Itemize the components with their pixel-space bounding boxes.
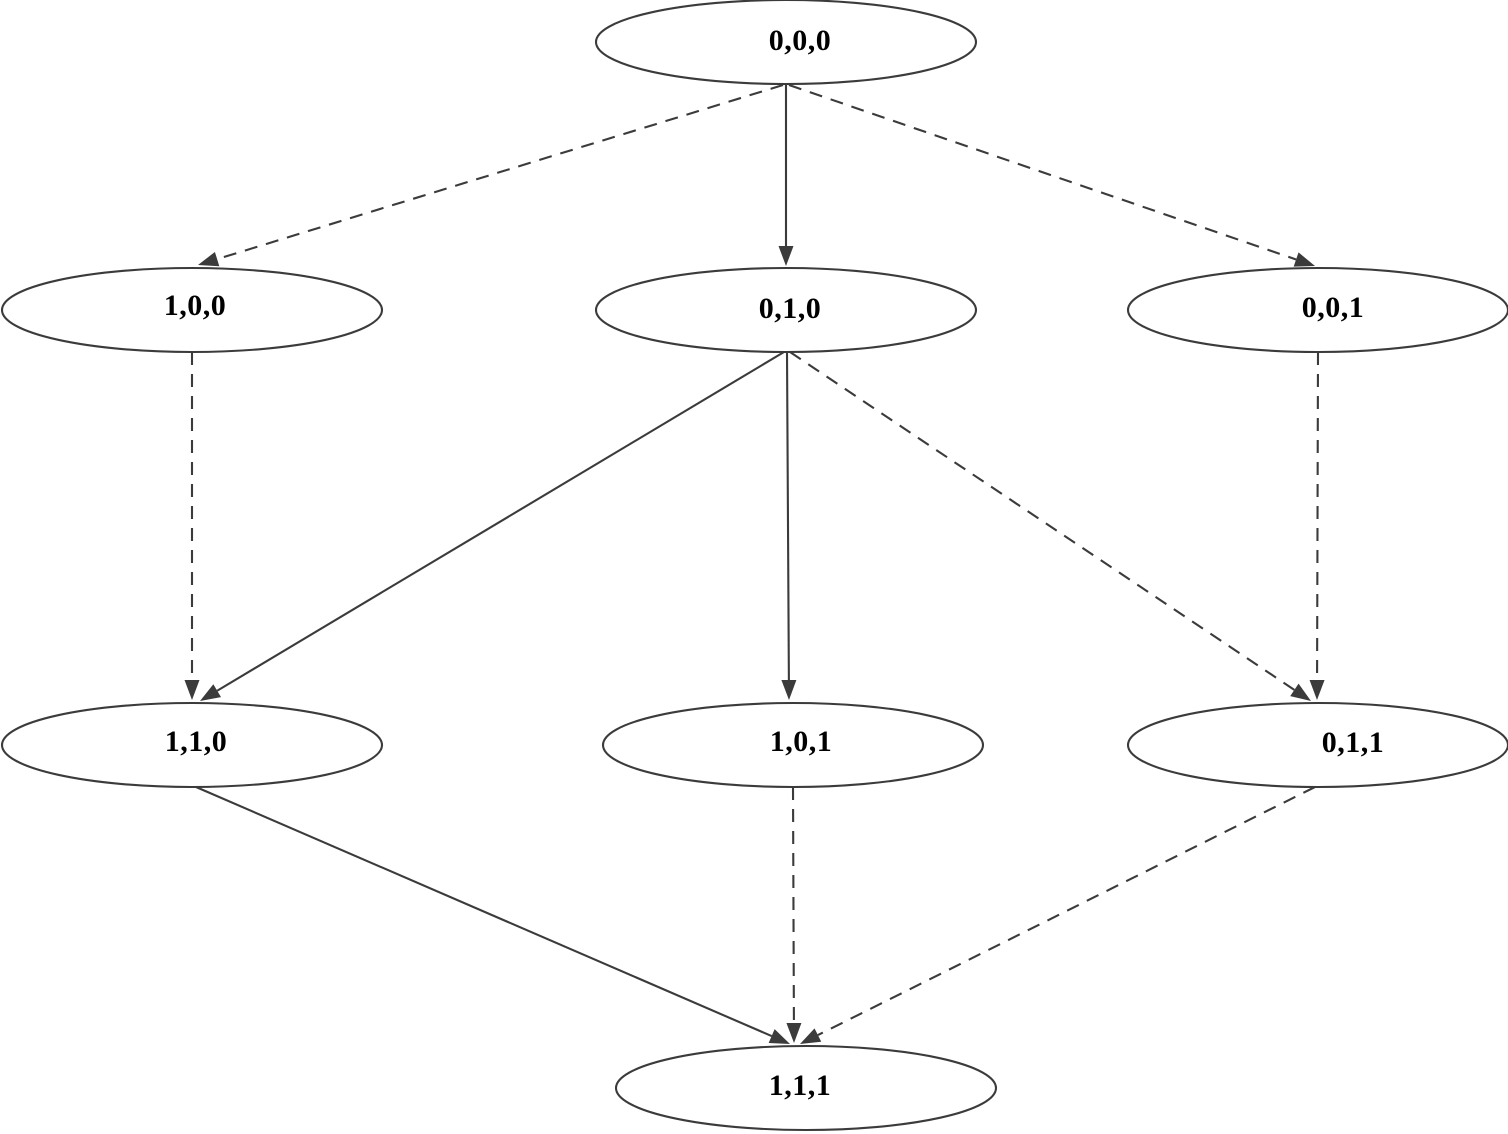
- edge-line-dashed: [817, 786, 1316, 1037]
- edge-101-to-111: [786, 786, 802, 1043]
- node-label: 1,0,1: [770, 725, 833, 758]
- node-010[interactable]: 0,1,0: [594, 266, 978, 354]
- arrow-head-icon: [778, 246, 794, 266]
- node-label: 0,0,0: [769, 24, 832, 57]
- edge-line-solid: [216, 351, 785, 692]
- arrow-head-icon: [1293, 252, 1315, 267]
- arrow-head-icon: [1290, 683, 1311, 701]
- edge-line-dashed: [789, 351, 1295, 691]
- edge-line-dashed: [1316, 351, 1320, 681]
- node-ellipse-shape: [0, 701, 384, 789]
- arrow-head-icon: [184, 680, 200, 700]
- node-101[interactable]: 1,0,1: [601, 701, 985, 789]
- arrow-head-icon: [1309, 679, 1325, 700]
- node-111[interactable]: 1,1,1: [614, 1044, 998, 1132]
- edge-line-dashed: [216, 83, 784, 261]
- node-label: 1,1,0: [165, 725, 228, 758]
- arrow-head-icon: [200, 684, 222, 701]
- node-100[interactable]: 1,0,0: [0, 266, 384, 354]
- edge-line-dashed: [788, 84, 1297, 261]
- node-ellipse-shape: [1127, 266, 1508, 354]
- node-ellipse-shape: [1127, 701, 1508, 789]
- node-ellipse-shape: [594, 266, 978, 354]
- node-label: 0,1,1: [1322, 726, 1385, 759]
- edge-000-to-010: [778, 85, 794, 266]
- edge-000-to-001: [788, 84, 1315, 267]
- edge-110-to-111: [195, 786, 790, 1044]
- edge-line-solid: [785, 351, 790, 681]
- edge-010-to-011: [789, 351, 1311, 701]
- node-110[interactable]: 1,1,0: [0, 701, 384, 789]
- edge-100-to-110: [184, 352, 200, 700]
- arrow-head-icon: [781, 679, 797, 700]
- node-ellipse-shape: [0, 266, 384, 354]
- edge-011-to-111: [800, 786, 1316, 1044]
- node-label: 1,0,0: [164, 289, 227, 322]
- node-ellipse-shape: [601, 701, 985, 789]
- node-ellipse-shape: [595, 0, 977, 86]
- arrow-head-icon: [800, 1028, 822, 1044]
- edge-line-dashed: [791, 786, 795, 1024]
- arrow-head-icon: [768, 1029, 790, 1044]
- node-label: 0,1,0: [759, 292, 822, 325]
- node-label: 1,1,1: [769, 1069, 832, 1102]
- node-001[interactable]: 0,0,1: [1127, 266, 1508, 354]
- edge-000-to-100: [198, 83, 784, 267]
- edge-line-solid: [195, 786, 773, 1038]
- edge-010-to-101: [781, 351, 797, 700]
- arrow-head-icon: [786, 1022, 802, 1043]
- node-label: 0,0,1: [1302, 291, 1365, 324]
- edge-010-to-110: [200, 351, 785, 701]
- edge-001-to-011: [1309, 351, 1325, 700]
- node-ellipse-shape: [614, 1044, 998, 1132]
- node-000[interactable]: 0,0,0: [595, 0, 977, 86]
- node-011[interactable]: 0,1,1: [1127, 701, 1508, 789]
- edges-layer: [184, 83, 1325, 1044]
- arrow-head-icon: [198, 251, 220, 267]
